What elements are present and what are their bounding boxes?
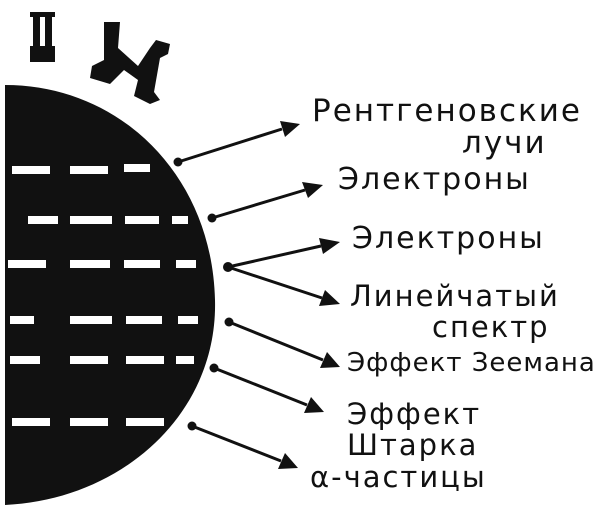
label-zeeman: Эффект Зеемана: [347, 348, 596, 378]
arrow-line-spectrum: [227, 265, 340, 306]
label-line-spectrum-2: спектр: [432, 310, 550, 344]
arrow-electrons-2: [227, 238, 340, 269]
arrow-alpha: [191, 424, 298, 469]
label-xray-line2: лучи: [462, 125, 547, 161]
arrows: [177, 121, 340, 469]
roman-numeral-m-icon: [90, 22, 170, 104]
atom-level-dashes: [8, 164, 198, 426]
roman-numeral-ii-icon: [30, 12, 55, 62]
label-xray-line1: Рентгеновские: [312, 93, 582, 129]
label-electrons-2: Электроны: [352, 221, 545, 256]
label-alpha: α-частицы: [310, 460, 487, 494]
arrow-stark: [213, 366, 324, 413]
arrow-xray: [177, 121, 300, 164]
label-stark-1: Эффект: [347, 397, 482, 431]
arrow-electrons-1: [211, 182, 323, 220]
label-electrons-1: Электроны: [338, 162, 531, 197]
label-stark-2: Штарка: [347, 428, 479, 462]
label-line-spectrum-1: Линейчатый: [350, 279, 560, 313]
atom-half-disc: [5, 85, 216, 505]
arrow-zeeman: [228, 320, 340, 368]
